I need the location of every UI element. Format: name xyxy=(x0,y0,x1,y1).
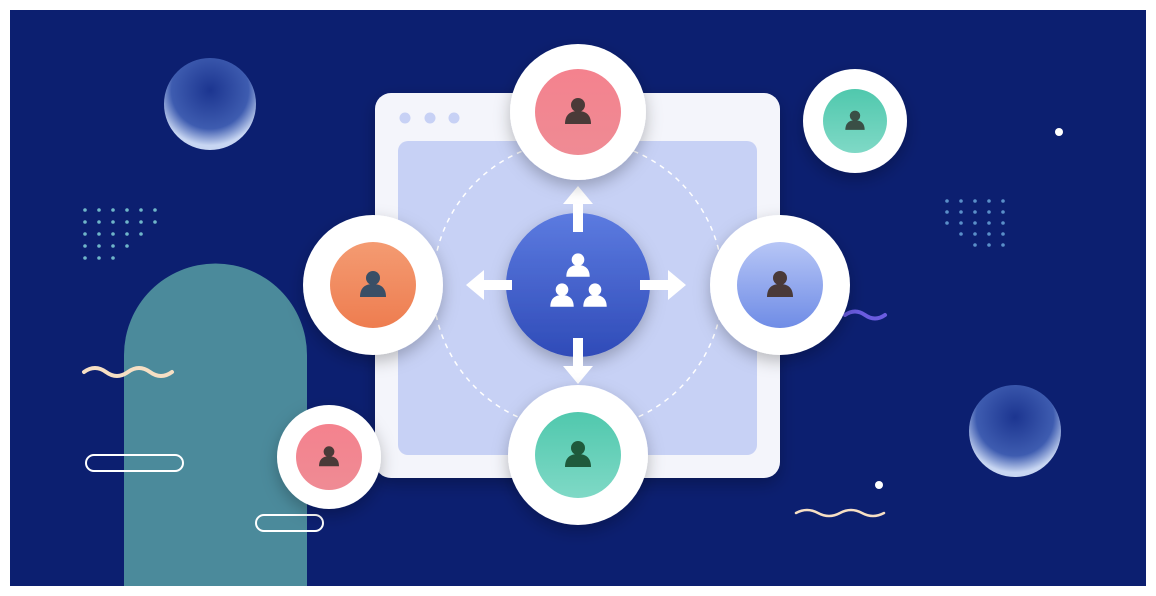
dot xyxy=(111,256,115,260)
dot xyxy=(987,199,991,203)
bottom-user-node xyxy=(508,385,648,525)
arrow-right-icon xyxy=(640,270,686,300)
arrow-down-icon xyxy=(563,338,593,384)
glass-sphere-left xyxy=(164,58,256,150)
window-dot xyxy=(424,112,436,124)
dot xyxy=(987,210,991,214)
dot xyxy=(987,232,991,236)
dot xyxy=(125,220,129,224)
dot xyxy=(959,221,963,225)
dot xyxy=(973,232,977,236)
dot-grid-right xyxy=(945,199,1005,247)
white-dot xyxy=(1055,128,1063,136)
glass-sphere-right xyxy=(969,385,1061,477)
dot xyxy=(987,243,991,247)
wave-purple xyxy=(843,309,887,321)
dot xyxy=(83,244,87,248)
dot xyxy=(139,220,143,224)
dot xyxy=(973,199,977,203)
pill-outline-2 xyxy=(255,514,324,532)
dot xyxy=(1001,243,1005,247)
dot xyxy=(973,210,977,214)
dot xyxy=(153,208,157,212)
dot xyxy=(973,243,977,247)
dot xyxy=(83,232,87,236)
dot xyxy=(1001,221,1005,225)
dot xyxy=(111,244,115,248)
dot xyxy=(945,199,949,203)
dot xyxy=(111,232,115,236)
dot xyxy=(97,220,101,224)
dot xyxy=(945,221,949,225)
arrow-left-icon xyxy=(466,270,512,300)
corner-user-bottom-left-node xyxy=(277,405,381,509)
dot xyxy=(959,210,963,214)
dot xyxy=(139,232,143,236)
dot xyxy=(1001,232,1005,236)
left-user-node xyxy=(303,215,443,355)
dot xyxy=(111,208,115,212)
window-dot xyxy=(448,112,460,124)
wave-cream-left xyxy=(82,366,174,378)
dot xyxy=(125,244,129,248)
dot xyxy=(139,208,143,212)
white-dot xyxy=(875,481,883,489)
pill-outline-1 xyxy=(85,454,184,472)
teal-arch xyxy=(124,263,307,586)
dot xyxy=(111,220,115,224)
dot xyxy=(97,244,101,248)
dot-grid-left xyxy=(83,208,157,260)
dot xyxy=(97,256,101,260)
window-dot xyxy=(399,112,411,124)
dot xyxy=(83,220,87,224)
dot xyxy=(153,220,157,224)
right-user-node xyxy=(710,215,850,355)
dot xyxy=(959,232,963,236)
dot xyxy=(987,221,991,225)
dot xyxy=(945,210,949,214)
dot xyxy=(97,232,101,236)
top-user-node xyxy=(510,44,646,180)
arrow-up-icon xyxy=(563,186,593,232)
dot xyxy=(1001,210,1005,214)
dot xyxy=(959,199,963,203)
dot xyxy=(83,256,87,260)
wave-cream-right xyxy=(794,508,886,518)
dot xyxy=(1001,199,1005,203)
hub-circle xyxy=(506,213,650,357)
dot xyxy=(83,208,87,212)
dot xyxy=(125,232,129,236)
dot xyxy=(973,221,977,225)
dot xyxy=(125,208,129,212)
dot xyxy=(97,208,101,212)
corner-user-top-right-node xyxy=(803,69,907,173)
